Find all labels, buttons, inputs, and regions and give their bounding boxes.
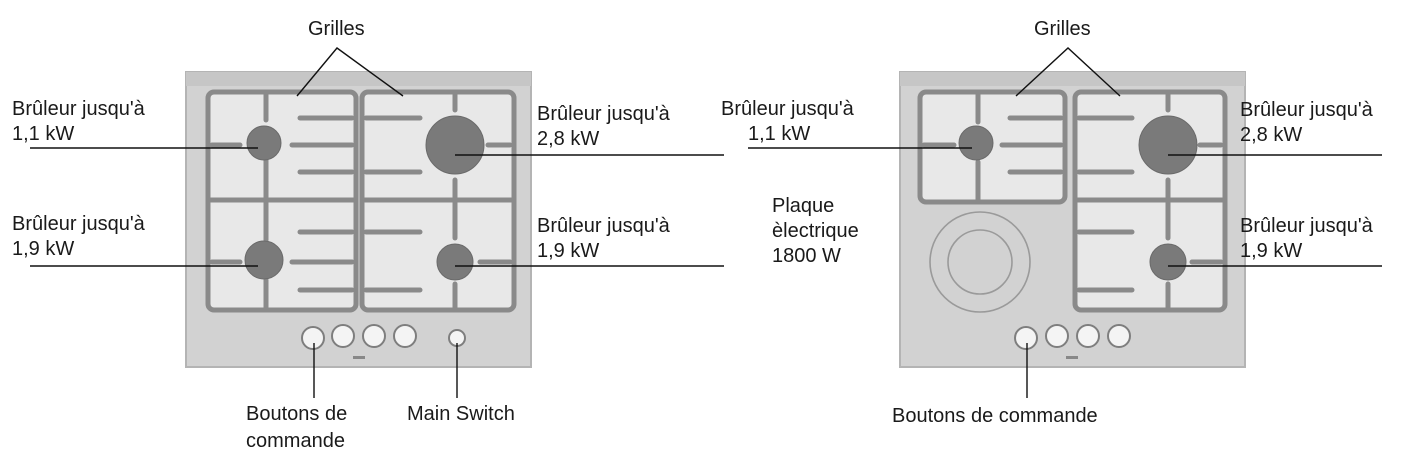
right-hotplate <box>929 211 1031 313</box>
left-knob-4[interactable] <box>393 324 417 348</box>
left-burner-top-right <box>425 115 485 175</box>
left-hob-logo <box>353 356 365 359</box>
left-knob-3[interactable] <box>362 324 386 348</box>
right-knob-3[interactable] <box>1076 324 1100 348</box>
left-burner-top-left-label: Brûleur jusqu'à 1,1 kW <box>12 98 150 145</box>
right-hotplate-label: Plaque èlectrique 1800 W <box>772 195 864 267</box>
left-leaders <box>30 47 724 398</box>
right-burner-top-left <box>958 125 994 161</box>
left-hob-grate-left <box>205 89 359 313</box>
left-burner-bottom-left <box>244 240 284 280</box>
right-knob-4[interactable] <box>1107 324 1131 348</box>
right-grilles-label: Grilles <box>1034 18 1091 40</box>
left-hob <box>185 71 532 368</box>
left-hob-back-strip <box>186 72 531 86</box>
right-leaders <box>748 47 1382 398</box>
left-main-switch-label: Main Switch <box>407 403 515 425</box>
right-burner-top-left-label: Brûleur jusqu'à 1,1 kW <box>721 98 859 145</box>
left-knob-1[interactable] <box>301 326 325 350</box>
left-hob-control-knobs <box>301 324 417 350</box>
right-hob-control-knobs <box>1014 324 1131 350</box>
left-knob-2[interactable] <box>331 324 355 348</box>
left-burner-top-right-label: Brûleur jusqu'à 2,8 kW <box>537 103 675 150</box>
right-hob <box>899 71 1246 368</box>
left-controls-label: Boutons de commande <box>246 403 353 452</box>
left-burner-bottom-right-label: Brûleur jusqu'à 1,9 kW <box>537 215 675 262</box>
right-hob-back-strip <box>900 72 1245 86</box>
right-burner-bottom-right-label: Brûleur jusqu'à 1,9 kW <box>1240 215 1378 262</box>
left-burner-bottom-right <box>436 243 474 281</box>
right-burner-bottom-right <box>1149 243 1187 281</box>
right-controls-label: Boutons de commande <box>892 405 1098 427</box>
right-hob-logo <box>1066 356 1078 359</box>
right-burner-top-right <box>1138 115 1198 175</box>
left-burner-top-left <box>246 125 282 161</box>
right-knob-2[interactable] <box>1045 324 1069 348</box>
left-burner-bottom-left-label: Brûleur jusqu'à 1,9 kW <box>12 213 150 260</box>
right-knob-1[interactable] <box>1014 326 1038 350</box>
right-burner-top-right-label: Brûleur jusqu'à 2,8 kW <box>1240 99 1378 146</box>
left-grilles-label: Grilles <box>308 18 365 40</box>
